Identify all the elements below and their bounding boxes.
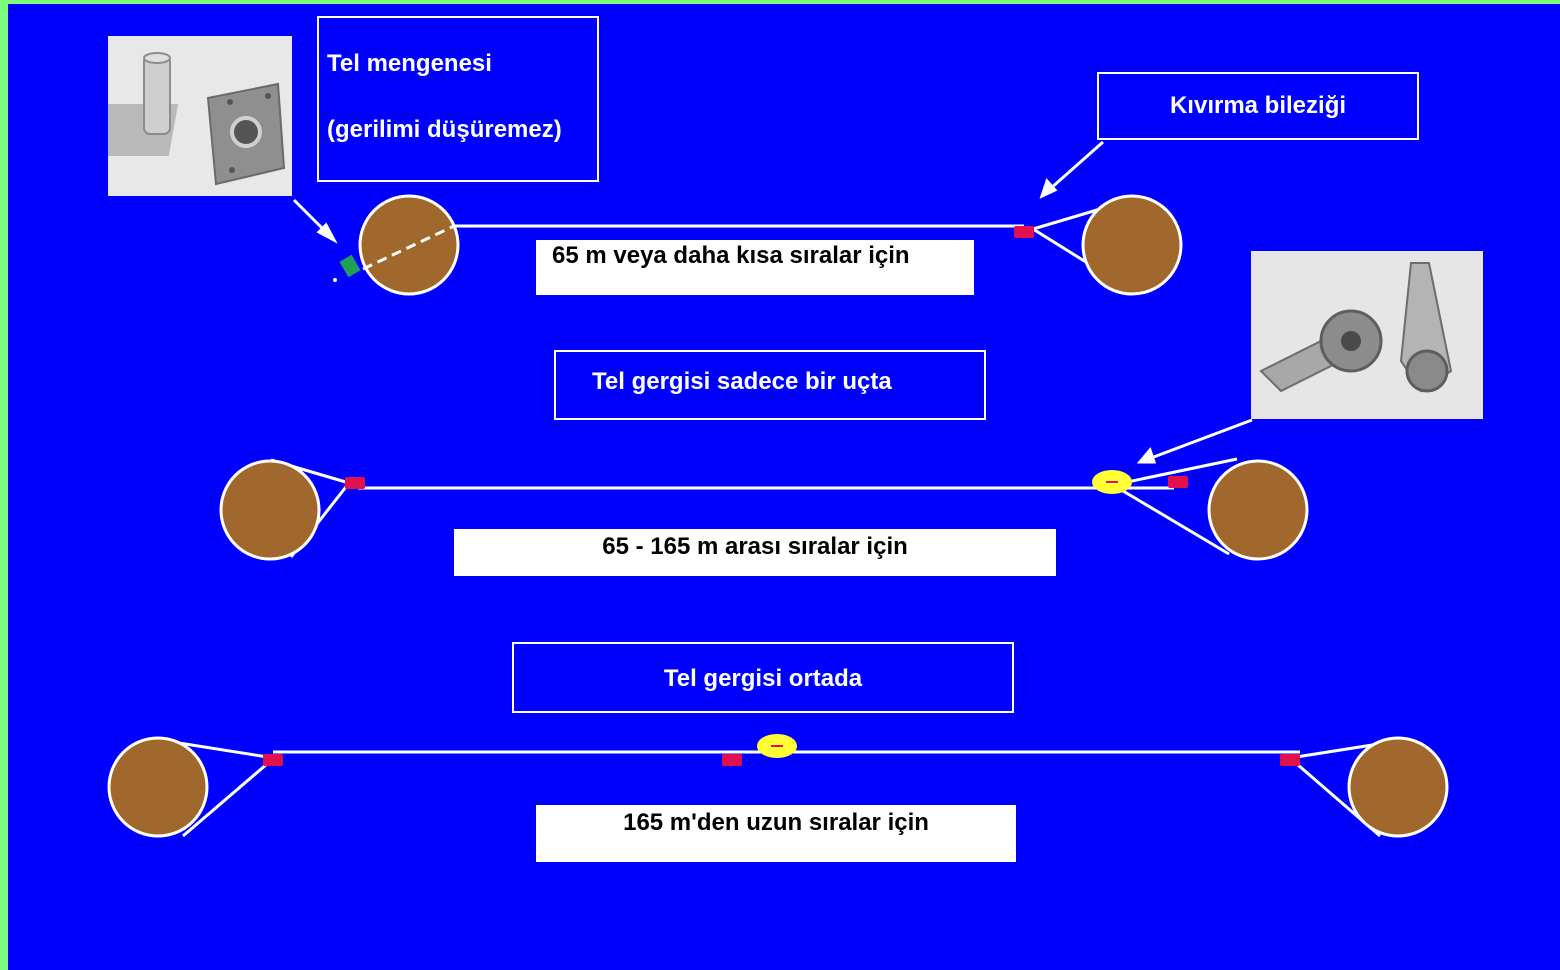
row3-middle-crimp-sleeve xyxy=(722,754,742,766)
arrowhead-crimp-sleeve xyxy=(1039,178,1058,199)
arrow-to-crimp-sleeve xyxy=(1049,140,1104,191)
row3-caption-box: 165 m'den uzun sıralar için xyxy=(536,805,1016,862)
row2-diagram xyxy=(219,457,1309,561)
row2-title: Tel gergisi sadece bir uçta xyxy=(592,368,892,395)
row2-caption: 65 - 165 m arası sıralar için xyxy=(602,533,908,560)
wire-vise-marker xyxy=(339,254,361,278)
row1-caption-box: 65 m veya daha kısa sıralar için xyxy=(536,240,974,295)
row3-right-crimp-sleeve xyxy=(1280,754,1300,766)
ratchet-tensioner-photo xyxy=(1251,251,1483,419)
row1-right-post xyxy=(1081,194,1183,296)
wire-diagram-drawing xyxy=(107,140,1449,838)
row2-left-post xyxy=(219,459,321,561)
arrowhead-wire-vise xyxy=(316,222,338,244)
row1-left-post xyxy=(358,194,460,296)
wire-end-dot xyxy=(333,278,337,282)
crimp-sleeve-label-box: Kıvırma bileziği xyxy=(1097,72,1419,140)
arrows xyxy=(292,140,1253,464)
wire-vise-label-line2: (gerilimi düşüremez) xyxy=(327,116,562,143)
row3-left-crimp-sleeve xyxy=(263,754,283,766)
row3-caption: 165 m'den uzun sıralar için xyxy=(623,809,929,836)
wire-vise-label-box: Tel mengenesi (gerilimi düşüremez) xyxy=(317,16,599,182)
row2-caption-box: 65 - 165 m arası sıralar için xyxy=(454,529,1056,576)
arrow-to-tensioner xyxy=(1150,418,1253,460)
row1-crimp-sleeve xyxy=(1014,226,1034,238)
arrowhead-tensioner xyxy=(1136,446,1157,464)
row3-right-post xyxy=(1347,736,1449,838)
arrow-to-wire-vise xyxy=(292,198,328,234)
wire-vise-label-line1: Tel mengenesi xyxy=(327,50,492,77)
diagram-canvas: Tel mengenesi (gerilimi düşüremez) Kıvır… xyxy=(8,4,1560,970)
wire-vise-illustration xyxy=(108,36,292,196)
row2-left-crimp-sleeve xyxy=(345,477,365,489)
row2-right-crimp-sleeve xyxy=(1168,476,1188,488)
row3-title-box: Tel gergisi ortada xyxy=(512,642,1014,713)
row1-diagram xyxy=(333,194,1183,296)
row2-right-post xyxy=(1207,459,1309,561)
row3-left-post xyxy=(107,736,209,838)
wire-vise-photo xyxy=(108,36,292,196)
row1-caption: 65 m veya daha kısa sıralar için xyxy=(552,242,910,269)
row3-title: Tel gergisi ortada xyxy=(663,665,863,692)
crimp-sleeve-label: Kıvırma bileziği xyxy=(1169,92,1347,119)
ratchet-tensioner-illustration xyxy=(1251,251,1483,419)
row2-title-box: Tel gergisi sadece bir uçta xyxy=(554,350,986,420)
row1-wire-through-post xyxy=(362,224,455,271)
row3-diagram xyxy=(107,734,1449,838)
